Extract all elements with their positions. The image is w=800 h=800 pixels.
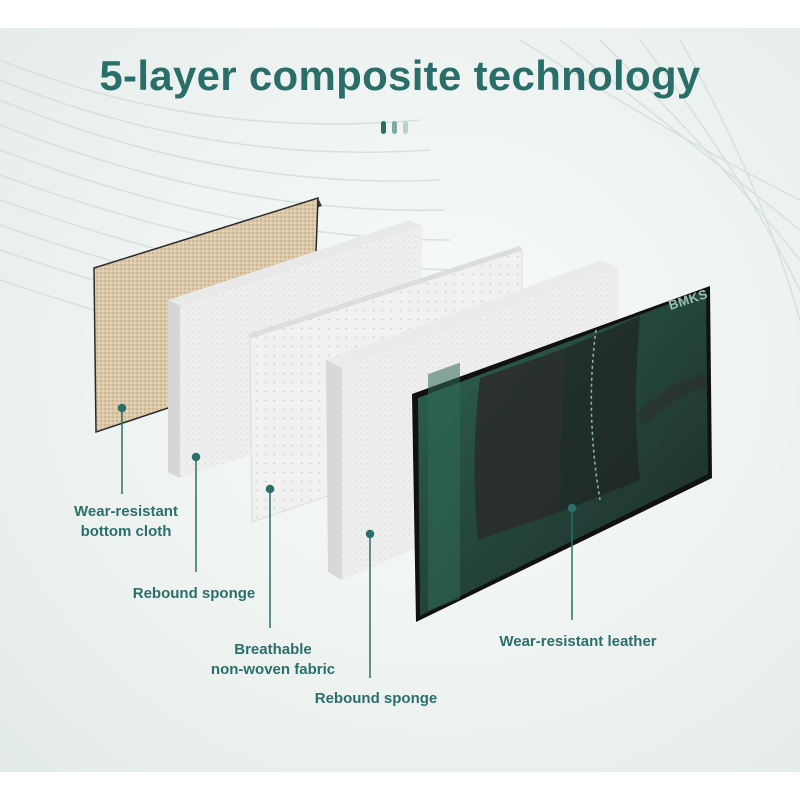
leader-dot-sponge-1 <box>191 452 201 462</box>
decoration-dot <box>392 121 397 134</box>
layer-leather <box>412 286 712 622</box>
label-rebound-sponge-1: Rebound sponge <box>132 585 256 602</box>
label-bottom-cloth: Wear-resistant bottom cloth <box>74 503 178 540</box>
page-title: 5-layer composite technology <box>99 52 701 99</box>
leader-dot-cloth <box>117 403 127 413</box>
label-leather: Wear-resistant leather <box>499 633 657 650</box>
label-rebound-sponge-2: Rebound sponge <box>314 690 438 707</box>
label-non-woven-fabric: Breathable non-woven fabric <box>210 641 336 678</box>
title-decoration-dots <box>381 121 421 135</box>
leader-dot-leather <box>567 503 577 513</box>
leader-dot-fabric <box>265 484 275 494</box>
decoration-dot <box>403 121 408 134</box>
decoration-dot <box>381 121 386 134</box>
leader-dot-sponge-2 <box>365 529 375 539</box>
leader-lines <box>117 403 577 678</box>
